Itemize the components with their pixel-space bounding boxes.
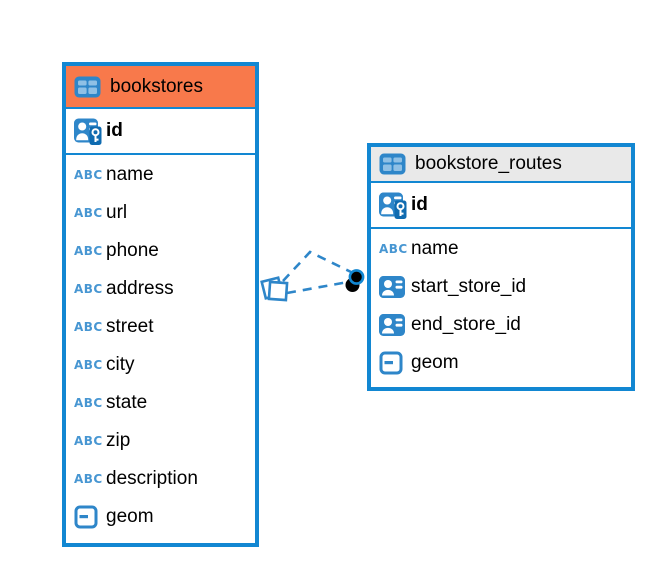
section-divider [66, 107, 255, 109]
column-row-city[interactable]: ABC city [66, 346, 255, 384]
column-name: id [411, 194, 428, 215]
column-name: geom [106, 506, 154, 527]
geometry-type-icon [379, 351, 411, 375]
column-row-url[interactable]: ABC url [66, 194, 255, 232]
column-row-address[interactable]: ABC address [66, 270, 255, 308]
relationship-line-upper[interactable] [282, 250, 352, 282]
column-name: id [106, 120, 123, 141]
reference-type-icon [379, 314, 411, 336]
column-name: geom [411, 352, 459, 373]
text-type-icon: ABC [74, 472, 103, 486]
section-divider [371, 181, 631, 183]
column-name: start_store_id [411, 276, 527, 297]
column-row-street[interactable]: ABC street [66, 308, 255, 346]
table-bookstore-routes[interactable]: bookstore_routes id ABC [367, 143, 635, 391]
table-icon [74, 76, 101, 97]
column-row-description[interactable]: ABC description [66, 460, 255, 498]
column-name: name [106, 164, 154, 185]
text-type-icon: ABC [74, 168, 103, 182]
column-name: street [106, 316, 154, 337]
column-row-geom[interactable]: geom [66, 498, 255, 536]
text-type-icon: ABC [74, 206, 103, 220]
dot-marker[interactable] [345, 269, 365, 292]
column-name: address [106, 278, 174, 299]
column-row-phone[interactable]: ABC phone [66, 232, 255, 270]
column-name: zip [106, 430, 131, 451]
section-divider [66, 153, 255, 155]
column-name: phone [106, 240, 159, 261]
primary-key-icon [74, 117, 106, 145]
column-name: name [411, 238, 459, 259]
column-row-zip[interactable]: ABC zip [66, 422, 255, 460]
columns-section: ABC name start_store_id [371, 229, 631, 387]
primary-key-icon [379, 191, 411, 219]
text-type-icon: ABC [74, 282, 103, 296]
column-row-name[interactable]: ABC name [371, 230, 631, 268]
text-type-icon: ABC [74, 358, 103, 372]
column-row-geom[interactable]: geom [371, 344, 631, 382]
column-row-state[interactable]: ABC state [66, 384, 255, 422]
column-name: url [106, 202, 128, 223]
table-title: bookstores [110, 75, 203, 97]
table-icon [379, 153, 406, 175]
relationship-line-lower[interactable] [286, 280, 349, 295]
table-title: bookstore_routes [415, 153, 562, 174]
table-header-bookstores[interactable]: bookstores [66, 66, 255, 107]
column-name: end_store_id [411, 314, 521, 335]
column-name: state [106, 392, 148, 413]
text-type-icon: ABC [74, 244, 103, 258]
text-type-icon: ABC [74, 434, 103, 448]
text-type-icon: ABC [379, 242, 408, 256]
text-type-icon: ABC [74, 396, 103, 410]
column-row-end-store-id[interactable]: end_store_id [371, 306, 631, 344]
reference-type-icon [379, 276, 411, 298]
geometry-type-icon [74, 505, 106, 529]
column-row-id[interactable]: id [66, 109, 255, 153]
table-bookstores[interactable]: bookstores id ABC [62, 62, 259, 547]
column-row-name[interactable]: ABC name [66, 156, 255, 194]
column-name: city [106, 354, 135, 375]
diamond-marker[interactable] [260, 276, 289, 302]
section-divider [371, 227, 631, 229]
column-name: description [106, 468, 198, 489]
text-type-icon: ABC [74, 320, 103, 334]
column-row-start-store-id[interactable]: start_store_id [371, 268, 631, 306]
columns-section: ABC name ABC url ABC phone ABC address A… [66, 155, 255, 543]
column-row-id[interactable]: id [371, 183, 631, 227]
table-header-bookstore-routes[interactable]: bookstore_routes [371, 147, 631, 181]
